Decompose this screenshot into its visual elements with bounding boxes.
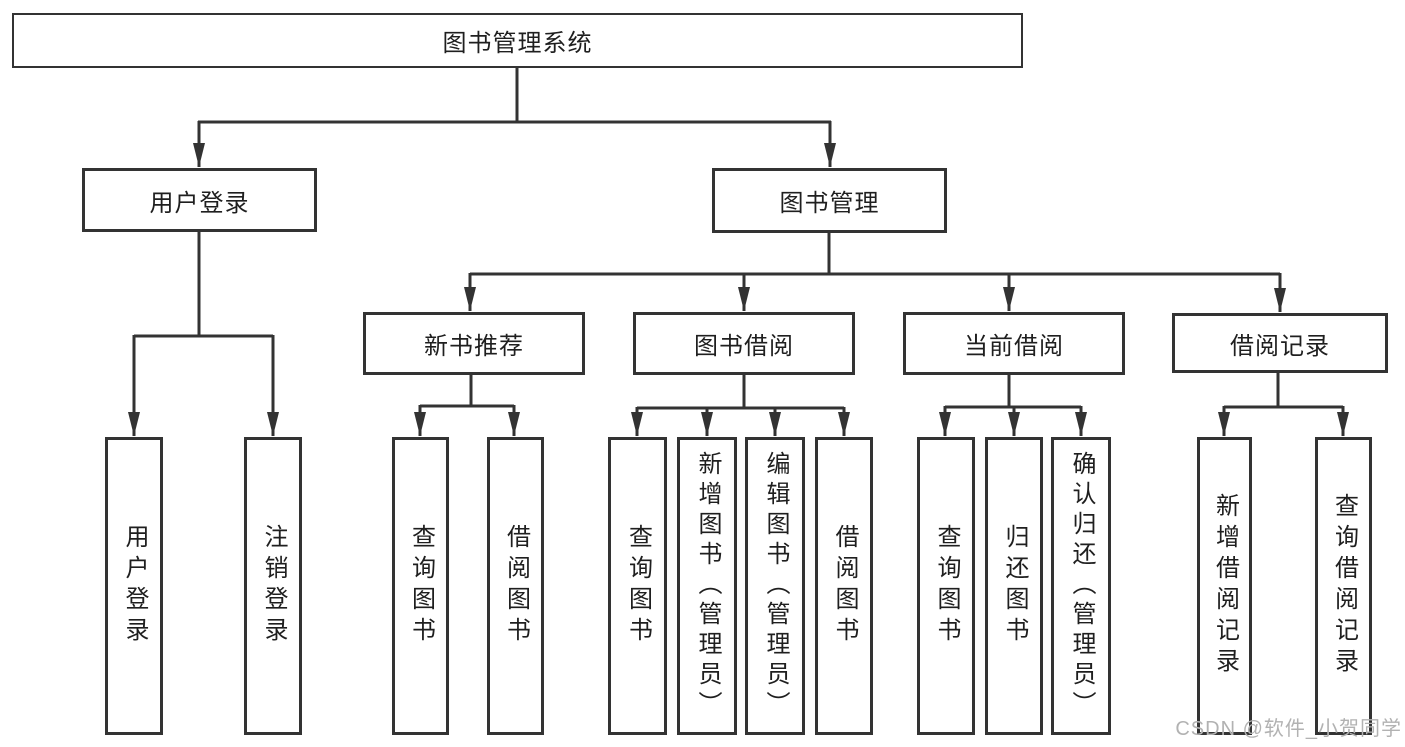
leaf-nb-borrow-books: 借阅图书 bbox=[487, 437, 544, 735]
node-new-book-recommend: 新书推荐 bbox=[363, 312, 585, 375]
leaf-bb-add-books-admin: 新增图书（管理员） bbox=[677, 437, 737, 735]
watermark: CSDN @软件_小贺同学 bbox=[1175, 718, 1402, 740]
leaf-bb-edit-books-admin: 编辑图书（管理员） bbox=[745, 437, 805, 735]
node-borrowing-records: 借阅记录 bbox=[1172, 313, 1388, 373]
leaf-cb-return-books: 归还图书 bbox=[985, 437, 1043, 735]
node-book-borrowing: 图书借阅 bbox=[633, 312, 855, 375]
leaf-user-login: 用户登录 bbox=[105, 437, 163, 735]
node-user-login: 用户登录 bbox=[82, 168, 317, 232]
leaf-bb-query-books: 查询图书 bbox=[608, 437, 667, 735]
leaf-cb-query-books: 查询图书 bbox=[917, 437, 975, 735]
leaf-br-query-record: 查询借阅记录 bbox=[1315, 437, 1372, 735]
leaf-br-add-record: 新增借阅记录 bbox=[1197, 437, 1252, 735]
node-root: 图书管理系统 bbox=[12, 13, 1023, 68]
leaf-nb-query-books: 查询图书 bbox=[392, 437, 449, 735]
leaf-cb-confirm-return-admin: 确认归还（管理员） bbox=[1051, 437, 1111, 735]
leaf-logout: 注销登录 bbox=[244, 437, 302, 735]
node-current-borrowing: 当前借阅 bbox=[903, 312, 1125, 375]
leaf-bb-borrow-books: 借阅图书 bbox=[815, 437, 873, 735]
node-book-management: 图书管理 bbox=[712, 168, 947, 233]
